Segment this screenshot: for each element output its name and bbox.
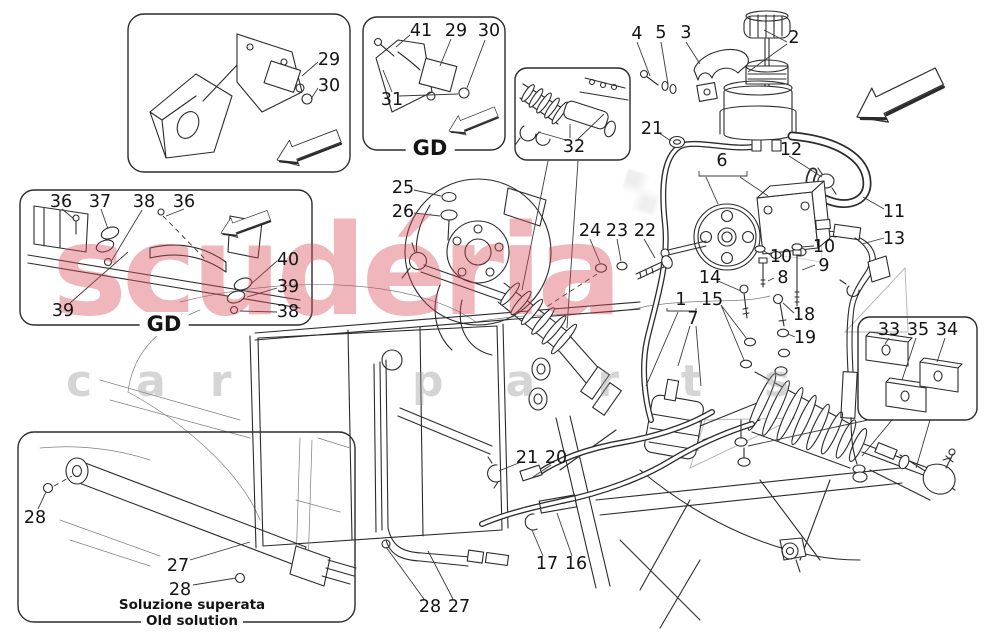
- pump-pulley: [660, 203, 761, 271]
- leader-lines-main: [385, 29, 931, 600]
- callout-9: 9: [818, 256, 830, 276]
- tie-rod-end: [861, 442, 956, 495]
- checkered-flag-watermark: [538, 167, 891, 541]
- callout-35: 35: [906, 320, 930, 340]
- callout-41: 41: [409, 21, 433, 41]
- callout-7: 7: [687, 309, 699, 329]
- callout-28: 28: [418, 597, 442, 617]
- upper-bellows: [497, 282, 622, 416]
- callout-34: 34: [935, 320, 959, 340]
- bolt-22-washers: [544, 255, 673, 309]
- callout-16: 16: [564, 554, 588, 574]
- caption-old-solution-it: Soluzione superata: [113, 597, 271, 613]
- inset-box-old-cooler: [17, 431, 357, 623]
- pump-hardware: [734, 243, 803, 467]
- callout-30: 30: [317, 76, 341, 96]
- callout-33: 33: [877, 320, 901, 340]
- callout-28: 28: [23, 508, 47, 528]
- callout-30: 30: [477, 21, 501, 41]
- reservoir-bracket-3: [693, 49, 749, 102]
- return-hoses: [479, 409, 755, 531]
- callout-5: 5: [655, 23, 667, 43]
- callout-6: 6: [716, 151, 728, 171]
- callout-4: 4: [631, 24, 643, 44]
- callout-10: 10: [769, 247, 793, 267]
- callout-40: 40: [276, 250, 300, 270]
- washer-stack-25-26: [440, 191, 458, 241]
- callout-15: 15: [700, 290, 724, 310]
- callout-11: 11: [882, 202, 906, 222]
- callout-38: 38: [132, 192, 156, 212]
- callout-22: 22: [633, 221, 657, 241]
- reservoir: [719, 10, 797, 152]
- caption-old-solution-en: Old solution: [141, 613, 243, 629]
- callout-2: 2: [788, 28, 800, 48]
- callout-29: 29: [317, 50, 341, 70]
- callout-39: 39: [51, 301, 75, 321]
- power-steering-pump: [756, 180, 831, 260]
- main-direction-arrow: [846, 57, 950, 136]
- bolt-washers-4-5: [639, 69, 677, 95]
- brake-disc-knuckle: [404, 178, 552, 356]
- callout-19: 19: [793, 328, 817, 348]
- callout-25: 25: [391, 178, 415, 198]
- pipe-13: [805, 223, 891, 483]
- callout-3: 3: [680, 23, 692, 43]
- inset-box-rack-clamps: [514, 67, 631, 161]
- callout-24: 24: [578, 221, 602, 241]
- supply-hose: [641, 135, 760, 423]
- callout-13: 13: [882, 229, 906, 249]
- callout-18: 18: [792, 305, 816, 325]
- callout-17: 17: [535, 554, 559, 574]
- callout-26: 26: [391, 202, 415, 222]
- callout-1: 1: [675, 290, 687, 310]
- callout-39: 39: [276, 277, 300, 297]
- caption-gd-2: GD: [139, 312, 189, 336]
- inset-box-bracket-gd: [362, 16, 506, 151]
- inset-box-clips: [857, 316, 978, 421]
- callout-20: 20: [544, 448, 568, 468]
- callout-28: 28: [168, 580, 192, 600]
- callout-36: 36: [172, 192, 196, 212]
- inset-box-chassis-gd: [19, 189, 313, 326]
- callout-14: 14: [698, 268, 722, 288]
- callout-23: 23: [605, 221, 629, 241]
- callout-29: 29: [444, 21, 468, 41]
- callout-21: 21: [515, 448, 539, 468]
- callout-37: 37: [88, 192, 112, 212]
- callout-32: 32: [562, 137, 586, 157]
- callout-21: 21: [640, 119, 664, 139]
- callout-38: 38: [276, 302, 300, 322]
- cooler-pipes: [373, 349, 510, 567]
- callout-8: 8: [777, 268, 789, 288]
- callout-12: 12: [779, 140, 803, 160]
- callout-27: 27: [447, 597, 471, 617]
- callout-27: 27: [166, 556, 190, 576]
- inset-box-bracket: [127, 13, 351, 174]
- sensor-part: [779, 537, 807, 573]
- callout-31: 31: [380, 90, 404, 110]
- callout-10: 10: [812, 237, 836, 257]
- upper-tie-rod: [401, 242, 551, 411]
- callout-36: 36: [49, 192, 73, 212]
- caption-gd-1: GD: [405, 136, 455, 160]
- radiator-assembly: [249, 301, 641, 549]
